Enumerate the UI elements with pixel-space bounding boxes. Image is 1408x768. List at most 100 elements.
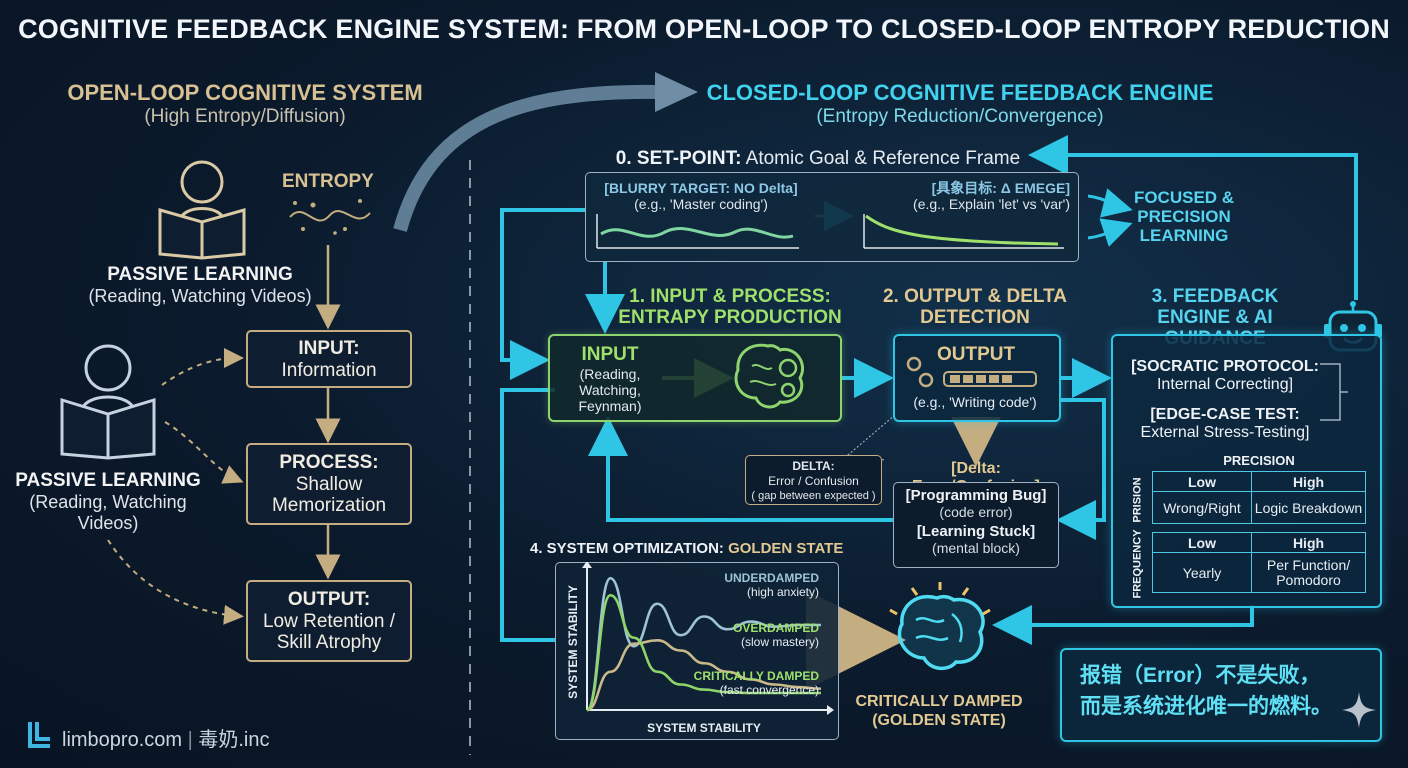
frequency-col-low: Low [1152, 532, 1252, 553]
setpoint-text: Atomic Goal & Reference Frame [745, 148, 1021, 169]
passive-left-detail: (Reading, Watching Videos) [29, 492, 187, 533]
blurry-wave-graph [596, 214, 799, 249]
footer-org: 毒奶.inc [198, 729, 270, 751]
reader-icon [158, 160, 246, 260]
bug-detail: (code error) [939, 504, 1013, 520]
delta-text: Error / Confusion [768, 474, 859, 488]
precision-cell-high: Logic Breakdown [1251, 491, 1366, 524]
setpoint-label: 0. SET-POINT: [615, 148, 742, 169]
open-loop-heading: OPEN-LOOP COGNITIVE SYSTEM [67, 80, 423, 105]
damping-chart: UNDERDAMPED(high anxiety) OVERDAMPED(slow… [566, 562, 834, 735]
step1-heading: 1. INPUT & PROCESS: ENTRAPY PRODUCTION [618, 286, 842, 328]
input-block: INPUT (Reading, Watching, Feynman) [556, 344, 664, 414]
precision-col-low: Low [1152, 471, 1252, 492]
frequency-axis: FREQUENCY [1132, 529, 1144, 599]
delta-gap: ( gap between expected ) [751, 490, 876, 502]
open-loop-subheading: (High Entropy/Diffusion) [144, 106, 346, 127]
golden-brain-icon [889, 582, 991, 671]
brand-logo-icon [28, 722, 50, 748]
input-detail: (Reading, Watching, Feynman) [578, 366, 642, 414]
brain-gear-icon [734, 343, 804, 409]
chinese-note-line2: 而是系统进化唯一的燃料。 [1080, 695, 1332, 718]
chart-y-arrowhead [582, 562, 592, 568]
socratic-protocol: [SOCRATIC PROTOCOL: Internal Correcting] [1130, 358, 1320, 394]
step4-label: 4. SYSTEM OPTIMIZATION: [530, 540, 724, 557]
socratic-detail: Internal Correcting] [1156, 376, 1294, 393]
frequency-table: Low High Yearly Per Function/ Pomodoro [1152, 532, 1366, 593]
series-label-underdamped: UNDERDAMPED [724, 571, 819, 585]
socratic-title: [SOCRATIC PROTOCOL: [1131, 358, 1319, 375]
output-detail: (e.g., 'Writing code') [913, 394, 1037, 410]
output-progress-icon [906, 356, 1037, 388]
edge-detail: External Stress-Testing] [1140, 424, 1310, 441]
series-note-critically-damped: (fast convergence) [720, 683, 819, 697]
edge-case-test: [EDGE-CASE TEST: External Stress-Testing… [1130, 406, 1320, 442]
input-title: INPUT [581, 344, 639, 365]
open-output-box: OUTPUT: Low Retention / Skill Atrophy [246, 580, 412, 662]
entropy-label: ENTROPY [282, 171, 374, 192]
precision-cell-low: Wrong/Right [1152, 491, 1252, 524]
passive-top-heading: PASSIVE LEARNING [107, 264, 293, 285]
frequency-cell-high: Per Function/ Pomodoro [1251, 552, 1366, 593]
bug-title: [Programming Bug] [905, 487, 1047, 504]
reader-icon-large [60, 344, 156, 460]
step4-golden: GOLDEN STATE [728, 540, 844, 557]
chinese-note-line1: 报错（Error）不是失败， [1080, 664, 1321, 687]
footer: limbopro.com | 毒奶.inc [62, 723, 270, 752]
open-output-detail: Low Retention / Skill Atrophy [262, 611, 396, 653]
series-line-underdamped [585, 576, 821, 712]
open-process-detail: Shallow Memorization [271, 474, 387, 516]
precision-table: Low High Wrong/Right Logic Breakdown [1152, 471, 1366, 524]
input-process-box [548, 334, 842, 422]
focused-learning-label: FOCUSED & PRECISION LEARNING [1133, 188, 1235, 245]
open-input-box: INPUT: Information [246, 330, 412, 388]
concrete-target-panel: [具象目标: Δ EMEGE] (e.g., Explain 'let' vs … [858, 180, 1070, 254]
open-process-box: PROCESS: Shallow Memorization [246, 443, 412, 525]
golden-state-label: CRITICALLY DAMPED (GOLDEN STATE) [855, 693, 1023, 729]
passive-learning-left: PASSIVE LEARNING (Reading, Watching Vide… [14, 470, 202, 534]
stuck-detail: (mental block) [932, 540, 1020, 556]
series-label-critically-damped: CRITICALLY DAMPED [694, 669, 820, 683]
passive-left-heading: PASSIVE LEARNING [15, 470, 201, 491]
delta-title: DELTA: [792, 459, 835, 473]
concrete-example: (e.g., Explain 'let' vs 'var') [913, 196, 1070, 212]
sparkle-icon [1342, 692, 1376, 728]
closed-loop-subheading: (Entropy Reduction/Convergence) [816, 106, 1104, 127]
concrete-decay-graph [863, 214, 1064, 249]
frequency-axis-wrap: FREQUENCY [1127, 529, 1149, 599]
series-note-overdamped: (slow mastery) [741, 635, 819, 649]
blurry-example: (e.g., 'Master coding') [634, 196, 768, 212]
concrete-title: [具象目标: Δ EMEGE] [931, 180, 1070, 196]
stuck-title: [Learning Stuck] [916, 523, 1036, 540]
open-input-detail: Information [281, 359, 377, 381]
precision-header: PRECISION [1223, 453, 1295, 468]
precision-axis: PRISION [1132, 477, 1145, 523]
precision-axis-wrap: PRISION [1127, 474, 1149, 526]
chart-y-label: SYSTEM STABILITY [566, 585, 580, 699]
frequency-col-high: High [1251, 532, 1366, 553]
step4-heading: 4. SYSTEM OPTIMIZATION: GOLDEN STATE [530, 540, 860, 557]
precision-col-high: High [1251, 471, 1366, 492]
passive-top-detail: (Reading, Watching Videos) [88, 286, 312, 306]
frequency-cell-low: Yearly [1152, 552, 1252, 593]
chart-x-arrowhead [827, 705, 834, 715]
output-title: OUTPUT [937, 344, 1016, 365]
open-input-heading: INPUT: [298, 337, 360, 359]
delta-note: DELTA: Error / Confusion ( gap between e… [745, 455, 882, 505]
footer-brand[interactable]: limbopro.com [62, 729, 183, 751]
step2-heading: 2. OUTPUT & DELTA DETECTION [882, 286, 1068, 328]
blurry-target-panel: [BLURRY TARGET: NO Delta] (e.g., 'Master… [593, 180, 809, 254]
footer-separator: | [187, 729, 193, 751]
open-process-heading: PROCESS: [279, 452, 379, 473]
blurry-title: [BLURRY TARGET: NO Delta] [604, 180, 798, 196]
series-label-overdamped: OVERDAMPED [733, 621, 819, 635]
chart-x-label: SYSTEM STABILITY [647, 721, 761, 735]
series-note-underdamped: (high anxiety) [747, 585, 819, 599]
error-types-box: [Programming Bug] (code error) [Learning… [893, 482, 1059, 568]
series-line-overdamped [586, 638, 822, 712]
main-title: COGNITIVE FEEDBACK ENGINE SYSTEM: FROM O… [18, 14, 1390, 44]
protocol-bracket [1320, 363, 1348, 421]
open-output-heading: OUTPUT: [287, 589, 371, 610]
passive-learning-top: PASSIVE LEARNING (Reading, Watching Vide… [70, 264, 330, 307]
chinese-note-box: 报错（Error）不是失败， 而是系统进化唯一的燃料。 [1060, 648, 1382, 742]
